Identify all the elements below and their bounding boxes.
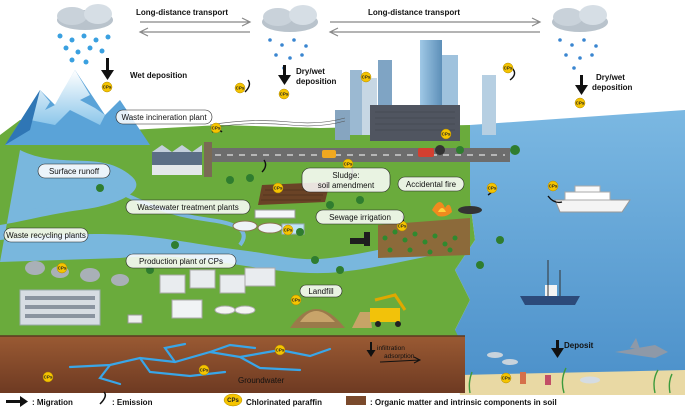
cps-badges: CPs CPs CPs CPs CPs CPs CPs CPs CPs CPs … — [42, 62, 586, 384]
rain-drops-right — [558, 38, 598, 70]
transport-arrows-right — [328, 17, 542, 37]
recycling-plant — [19, 261, 143, 326]
dry-wet-deposition-right-line1: Dry/wet — [596, 73, 625, 82]
landfill — [290, 293, 407, 328]
svg-text:CPs: CPs — [44, 375, 53, 380]
svg-text:CPs: CPs — [442, 132, 451, 137]
snow-mountain — [5, 70, 150, 145]
road-vehicles — [322, 145, 445, 158]
trees — [96, 145, 520, 274]
waste-incineration-label: Waste incineration plant — [121, 113, 207, 122]
incineration-plant — [152, 142, 212, 177]
svg-text:: Emission: : Emission — [112, 398, 153, 407]
accidental-fire-label: Accidental fire — [406, 180, 457, 189]
dry-wet-deposition-center-line1: Dry/wet — [296, 67, 325, 76]
dry-wet-deposition-center-line2: deposition — [296, 77, 337, 86]
seaweed — [468, 367, 673, 394]
city-buildings — [335, 40, 496, 141]
migration-arrow-center — [278, 65, 291, 85]
svg-text:CPs: CPs — [344, 162, 353, 167]
svg-text:CPs: CPs — [276, 348, 285, 353]
transport-arrows-left — [138, 17, 252, 37]
production-plant-label: Production plant of CPs — [139, 257, 223, 266]
svg-text:CPs: CPs — [504, 66, 513, 71]
seabed — [460, 370, 685, 395]
snow-flakes — [57, 33, 111, 65]
cloud-center — [262, 5, 318, 32]
svg-text:Chlorinated paraffin: Chlorinated paraffin — [246, 398, 322, 407]
sea — [455, 110, 685, 395]
label-boxes — [3, 109, 465, 298]
svg-text:CPs: CPs — [280, 92, 289, 97]
svg-text:CPs: CPs — [58, 266, 67, 271]
deposit-label: Deposit — [564, 341, 594, 350]
migration-arrow-wet — [101, 58, 114, 80]
svg-text:CPs: CPs — [292, 298, 301, 303]
sewage-irrigation-label: Sewage irrigation — [329, 213, 391, 222]
surface-runoff-label: Surface runoff — [49, 167, 100, 176]
svg-text:CPs: CPs — [103, 85, 112, 90]
adsorption-label: adsorption — [384, 353, 415, 360]
wet-deposition-label: Wet deposition — [130, 71, 187, 80]
svg-text:CPs: CPs — [284, 228, 293, 233]
migration-arrow-adsorption — [379, 356, 422, 364]
sludge-label-line1: Sludge: — [332, 171, 359, 180]
sludge-label-line2: soil amendment — [318, 181, 375, 190]
cloud-left — [57, 4, 113, 30]
long-distance-label-right: Long-distance transport — [368, 8, 460, 17]
legend-emission: : Emission — [99, 391, 153, 407]
sewage-pipe — [350, 232, 370, 246]
dry-wet-deposition-right-line2: deposition — [592, 83, 633, 92]
svg-text:CPs: CPs — [274, 186, 283, 191]
river-branch-2 — [98, 178, 246, 247]
svg-text:CPs: CPs — [236, 86, 245, 91]
svg-text:: Organic matter and intrinsic: : Organic matter and intrinsic component… — [370, 398, 557, 407]
cloud-right — [552, 5, 608, 32]
river-branch — [29, 173, 61, 214]
legend-soil: : Organic matter and intrinsic component… — [346, 396, 557, 407]
migration-arrow-infiltration — [366, 342, 376, 357]
rain-drops-center — [268, 38, 308, 70]
marine-life — [487, 338, 668, 385]
wastewater-label: Wastewater treatment plants — [137, 203, 239, 212]
long-distance-label-left: Long-distance transport — [136, 8, 228, 17]
svg-text:CPs: CPs — [576, 101, 585, 106]
legend-cps: CPs Chlorinated paraffin — [223, 393, 322, 407]
svg-text:CPs: CPs — [362, 75, 371, 80]
groundwater-label: Groundwater — [238, 376, 285, 385]
fire-icon — [432, 201, 482, 217]
production-plant — [159, 267, 276, 319]
svg-text:CPs: CPs — [200, 368, 209, 373]
svg-text:: Migration: : Migration — [32, 398, 73, 407]
legend-migration: : Migration — [6, 396, 73, 407]
landfill-label: Landfill — [308, 287, 334, 296]
waste-recycling-label: Waste recycling plants — [6, 231, 86, 240]
svg-text:CPs: CPs — [502, 376, 511, 381]
groundwater-cracks — [68, 342, 332, 386]
migration-arrow-deposit — [551, 340, 564, 358]
svg-text:CPs: CPs — [212, 126, 221, 131]
svg-text:CPs: CPs — [227, 398, 239, 404]
migration-arrow-right — [575, 75, 588, 95]
infiltration-label: infiltration — [377, 345, 405, 352]
river — [0, 150, 470, 274]
svg-text:CPs: CPs — [398, 224, 407, 229]
svg-text:CPs: CPs — [549, 184, 558, 189]
power-lines — [209, 117, 346, 129]
legend: : Migration : Emission CPs Chlorinated p… — [6, 391, 557, 407]
cruise-ship — [554, 185, 631, 213]
fishing-boat — [520, 260, 580, 305]
svg-text:CPs: CPs — [488, 186, 497, 191]
